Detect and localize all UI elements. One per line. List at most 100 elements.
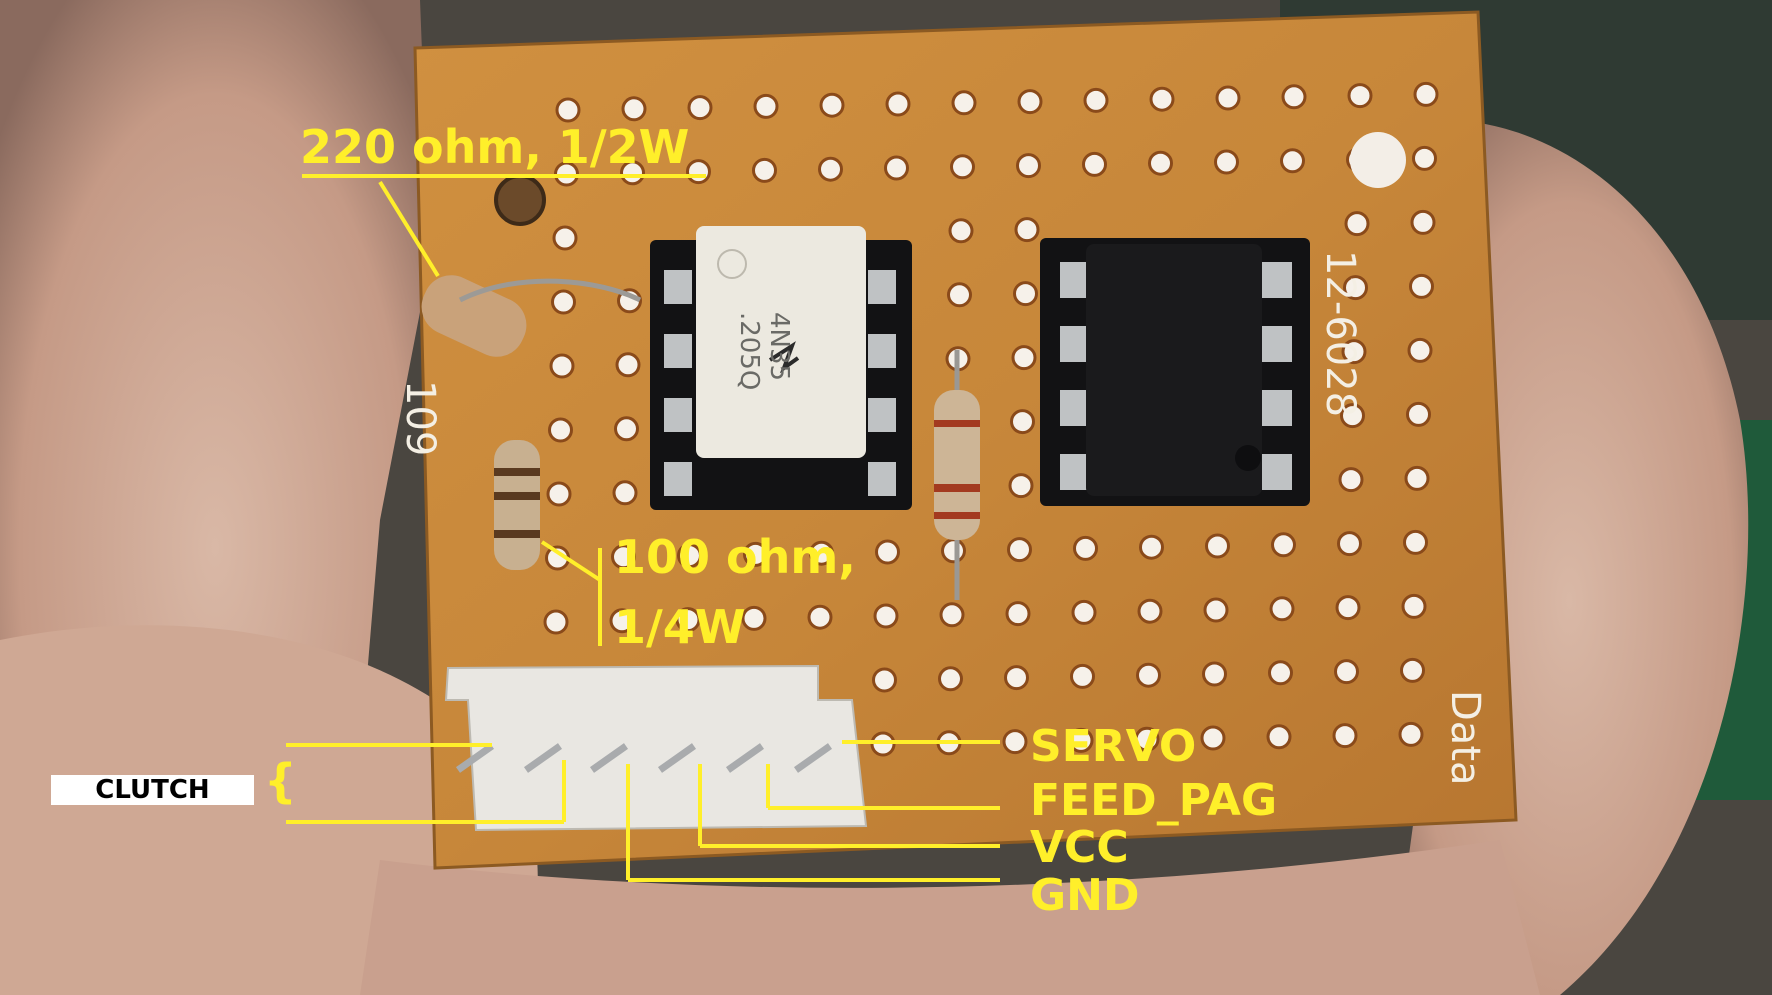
perfboard-hole bbox=[611, 544, 636, 570]
perfboard-hole bbox=[1341, 339, 1367, 365]
perfboard-hole bbox=[1200, 725, 1226, 751]
perfboard-hole bbox=[872, 667, 897, 693]
perfboard-hole bbox=[1205, 533, 1230, 559]
perfboard-hole bbox=[1266, 724, 1292, 750]
perfboard-hole bbox=[1344, 211, 1370, 237]
perfboard-hole bbox=[938, 666, 963, 692]
resistor-middle bbox=[934, 390, 980, 540]
perfboard-hole bbox=[939, 602, 965, 628]
perfboard-hole bbox=[1340, 403, 1365, 429]
perfboard-hole bbox=[741, 605, 767, 631]
board-code-top: 12-6028 bbox=[1317, 250, 1363, 418]
perfboard-hole bbox=[621, 96, 647, 122]
perfboard-hole bbox=[1337, 531, 1362, 557]
perfboard-hole bbox=[951, 90, 977, 116]
pin-label-gnd: GND bbox=[1030, 870, 1140, 921]
perfboard-hole bbox=[1271, 532, 1296, 558]
perfboard-hole bbox=[1401, 593, 1427, 619]
perfboard-hole bbox=[1137, 598, 1163, 624]
perfboard-hole bbox=[615, 352, 641, 378]
perfboard-hole bbox=[1268, 660, 1293, 686]
perfboard-hole bbox=[1083, 87, 1109, 113]
perfboard-hole bbox=[1281, 84, 1307, 110]
chip-logo bbox=[768, 341, 800, 374]
perfboard-hole bbox=[1413, 81, 1439, 107]
perfboard-hole bbox=[675, 607, 701, 633]
perfboard-hole bbox=[1347, 83, 1373, 109]
connector-header bbox=[444, 664, 868, 832]
perfboard-hole bbox=[1202, 661, 1227, 687]
perfboard-hole bbox=[1005, 601, 1031, 627]
perfboard-hole bbox=[875, 539, 900, 565]
perfboard-hole bbox=[1016, 153, 1041, 179]
perfboard-hole bbox=[947, 282, 972, 308]
perfboard-hole bbox=[1332, 723, 1358, 749]
label-220-ohm: 220 ohm, 1/2W bbox=[300, 120, 690, 174]
perfboard-hole bbox=[677, 543, 702, 569]
perfboard-hole bbox=[1338, 467, 1364, 493]
perfboard-hole bbox=[809, 540, 834, 566]
perfboard-hole bbox=[1004, 665, 1029, 691]
perfboard-hole bbox=[1400, 657, 1425, 683]
perfboard-hole bbox=[620, 160, 645, 186]
perfboard-hole bbox=[1139, 534, 1164, 560]
perfboard-hole bbox=[1013, 281, 1038, 307]
perfboard-hole bbox=[1269, 596, 1295, 622]
perfboard-hole bbox=[1280, 148, 1305, 174]
perfboard-hole bbox=[552, 225, 578, 251]
perfboard-hole bbox=[555, 97, 581, 123]
perfboard-hole bbox=[1334, 659, 1359, 685]
perfboard-hole bbox=[1407, 337, 1433, 363]
perfboard-hole bbox=[1071, 599, 1097, 625]
resistor-100ohm-bands bbox=[494, 468, 540, 538]
perfboard-hole bbox=[1412, 145, 1437, 171]
clutch-brace: { bbox=[264, 754, 297, 808]
perfboard-hole bbox=[1149, 86, 1175, 112]
connector-pins bbox=[455, 743, 833, 773]
perfboard-hole bbox=[1136, 662, 1161, 688]
perfboard-hole bbox=[1403, 529, 1428, 555]
chip-pin1-dot bbox=[717, 249, 747, 279]
perfboard-hole bbox=[1068, 727, 1094, 753]
resistor-100ohm bbox=[494, 440, 540, 570]
perfboard-hole bbox=[752, 157, 777, 183]
perfboard-hole bbox=[1014, 217, 1040, 243]
perfboard-hole bbox=[546, 481, 572, 507]
ic-chip-notch bbox=[1235, 445, 1261, 471]
perfboard-hole bbox=[885, 91, 911, 117]
chip-marking-2: .205Q bbox=[734, 312, 764, 391]
perfboard-hole bbox=[1214, 149, 1239, 175]
perfboard-hole bbox=[1008, 473, 1034, 499]
pin-label-servo: SERVO bbox=[1030, 721, 1197, 772]
perfboard-hole bbox=[941, 538, 966, 564]
board-code-left: 109 bbox=[397, 380, 443, 457]
perfboard-hole bbox=[948, 218, 974, 244]
board-data-text: Data bbox=[1442, 690, 1488, 786]
pin-label-vcc: VCC bbox=[1030, 822, 1129, 873]
label-100-ohm-line2: 1/4W bbox=[614, 600, 746, 654]
perfboard-hole bbox=[551, 289, 576, 315]
perfboard-hole bbox=[1215, 85, 1241, 111]
perfboard-hole bbox=[1409, 273, 1434, 299]
perfboard-hole bbox=[807, 604, 833, 630]
perfboard-hole bbox=[1203, 597, 1229, 623]
perfboard-hole bbox=[612, 480, 638, 506]
resistor-220ohm bbox=[421, 275, 527, 357]
perfboard-hole bbox=[1002, 729, 1028, 755]
pin-label-feed-pag: FEED_PAG bbox=[1030, 775, 1278, 826]
mounting-hole-right bbox=[1350, 132, 1406, 188]
perfboard-hole bbox=[950, 154, 975, 180]
finger-bottom bbox=[360, 840, 1540, 995]
perfboard-hole bbox=[1134, 726, 1160, 752]
resistor-middle-bands bbox=[934, 420, 980, 519]
perfboard-hole bbox=[686, 159, 711, 185]
perfboard-hole bbox=[1335, 595, 1361, 621]
perfboard-hole bbox=[1007, 537, 1032, 563]
mounting-hole-left bbox=[494, 174, 546, 226]
perfboard-hole bbox=[1410, 209, 1436, 235]
perfboard-hole bbox=[687, 95, 713, 121]
optocoupler-chip bbox=[696, 226, 866, 458]
perfboard-hole bbox=[818, 156, 843, 182]
